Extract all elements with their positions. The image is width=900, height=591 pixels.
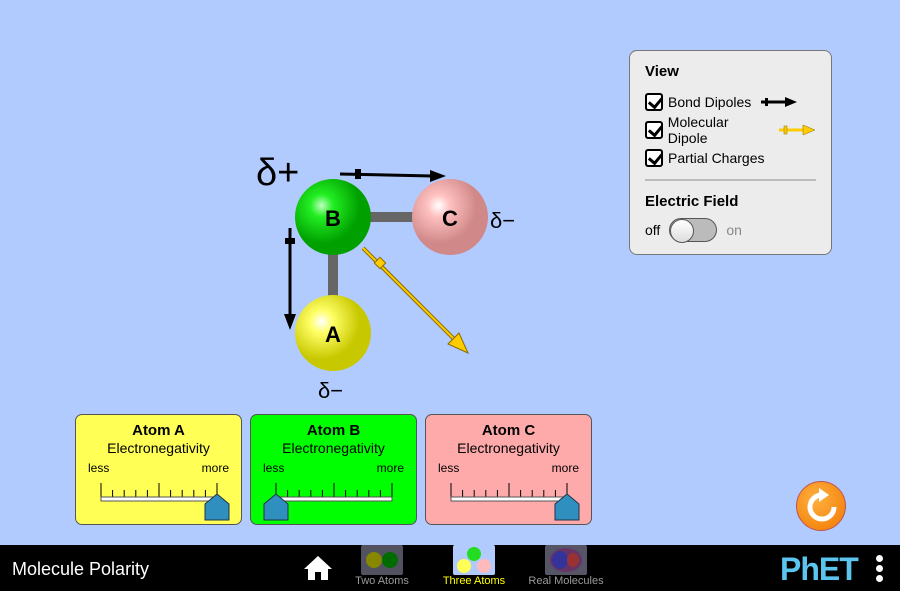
atom-a[interactable] [295,295,371,371]
slider-thumb [263,493,289,521]
atom-a-electronegativity-panel: Atom A Electronegativity less more [75,414,242,525]
partial-charge-a: δ− [318,378,343,403]
divider [645,179,816,181]
three-atoms-icon [453,545,495,575]
real-molecules-icon [545,545,587,575]
screen-two-atoms[interactable]: Two Atoms [337,545,427,587]
atom-a-label: A [325,322,341,347]
menu-icon[interactable] [876,555,884,585]
less-label: less [88,461,110,475]
electronegativity-slider[interactable] [426,415,593,526]
phet-logo[interactable]: PhET [780,551,859,587]
screen-real-molecules[interactable]: Real Molecules [521,545,611,587]
on-label: on [726,222,742,238]
bond-dipoles-checkbox[interactable]: Bond Dipoles [645,88,816,116]
electronegativity-label: Electronegativity [282,440,385,456]
more-label: more [201,461,229,475]
sim-title: Molecule Polarity [12,559,150,579]
partial-charge-b: δ+ [256,152,299,194]
screen-label: Two Atoms [355,575,409,587]
more-label: more [376,461,404,475]
slider-track [450,496,568,502]
partial-charges-label: Partial Charges [668,150,765,166]
atom-c-label: C [442,206,458,231]
two-atoms-icon [361,545,403,575]
reset-all-button[interactable] [796,481,846,531]
electronegativity-slider[interactable] [76,415,243,526]
molecular-dipole-label: Molecular Dipole [667,114,729,146]
molecular-dipole-arrow [361,246,469,354]
molecule-view: C A B δ+ δ− δ− [256,152,515,403]
reset-icon [807,488,837,522]
atom-b-label: B [325,206,341,231]
slider-track [275,496,393,502]
electronegativity-slider[interactable] [251,415,418,526]
screen-label: Real Molecules [528,575,604,587]
atom-c-electronegativity-panel: Atom C Electronegativity less more [425,414,592,525]
less-label: less [263,461,285,475]
bond-dipole-legend-icon [761,97,798,107]
partial-charge-c: δ− [490,208,515,233]
atom-c[interactable] [412,179,488,255]
play-area: C A B δ+ δ− δ− View Bond Dipoles Molecul… [0,0,900,545]
more-label: more [551,461,579,475]
screen-three-atoms[interactable]: Three Atoms [429,545,519,587]
checkbox-icon [645,93,663,111]
off-label: off [645,222,661,238]
molecular-dipole-legend-icon [778,124,816,136]
bond-dipoles-label: Bond Dipoles [668,94,752,110]
atom-title: Atom C [481,422,536,439]
view-panel: View Bond Dipoles Molecular Dipole Parti… [629,50,832,255]
slider-thumb [554,493,580,521]
atom-title: Atom B [306,422,361,439]
electric-field-title: Electric Field [645,193,739,210]
slider-track [100,496,218,502]
checkbox-icon [645,149,663,167]
less-label: less [438,461,460,475]
atom-title: Atom A [132,422,185,439]
bond-dipole-arrow-b-a [284,228,296,330]
navigation-bar: Molecule Polarity Two Atoms Three Atoms … [0,545,900,591]
electronegativity-label: Electronegativity [107,440,210,456]
checkbox-icon [645,121,663,139]
screen-label: Three Atoms [442,575,506,587]
atom-b-electronegativity-panel: Atom B Electronegativity less more [250,414,417,525]
partial-charges-checkbox[interactable]: Partial Charges [645,144,816,172]
electronegativity-label: Electronegativity [457,440,560,456]
bond-dipole-arrow-b-c [339,169,446,182]
view-title: View [645,63,679,80]
slider-thumb [204,493,230,521]
molecular-dipole-checkbox[interactable]: Molecular Dipole [645,114,816,146]
home-icon[interactable] [303,555,333,581]
atom-b[interactable] [295,179,371,255]
electric-field-toggle[interactable] [669,218,718,243]
